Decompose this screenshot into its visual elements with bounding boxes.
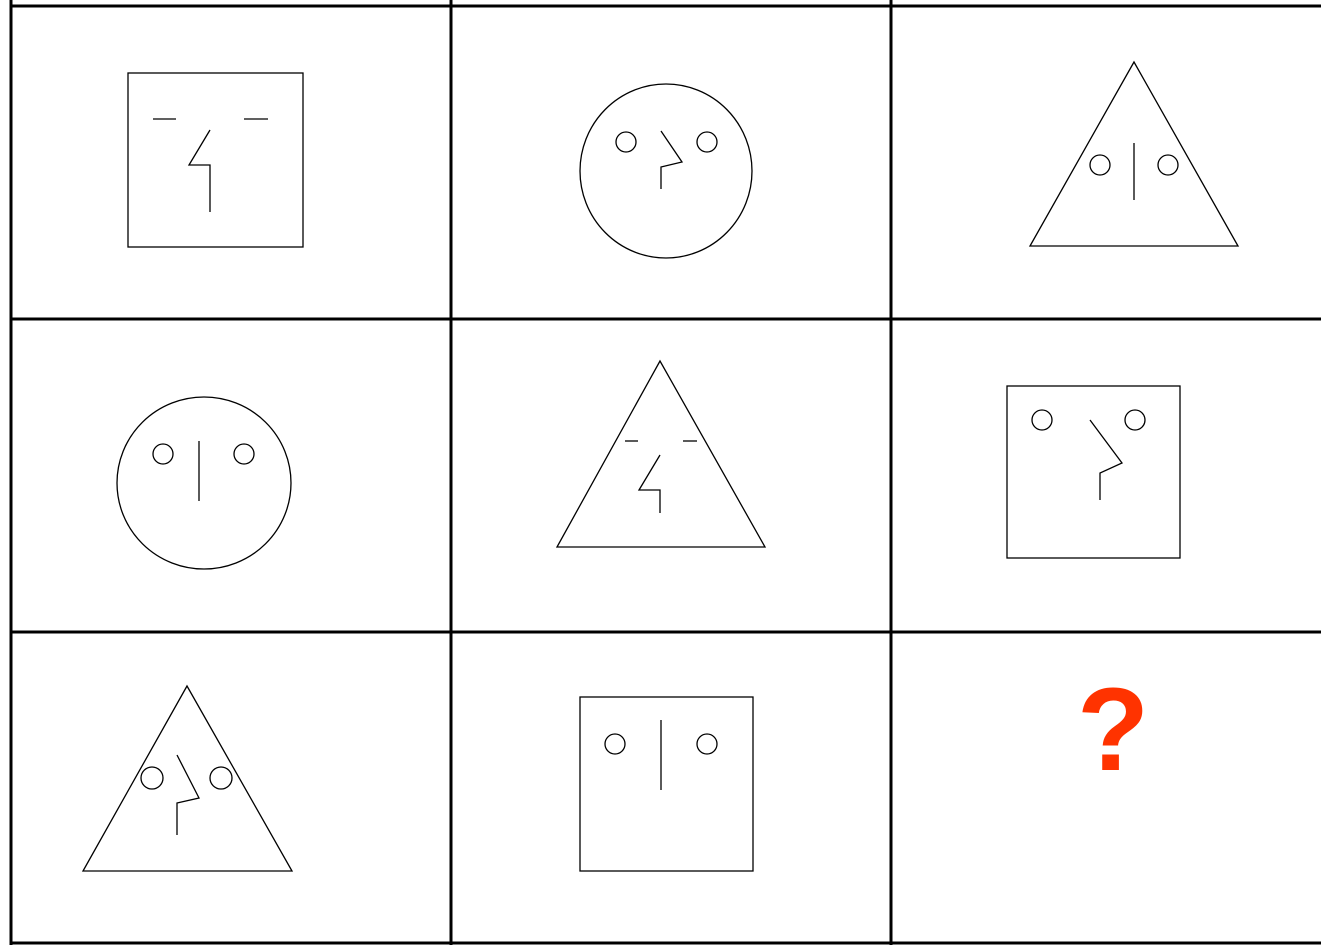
missing-cell-question-mark: ? xyxy=(1077,664,1149,796)
